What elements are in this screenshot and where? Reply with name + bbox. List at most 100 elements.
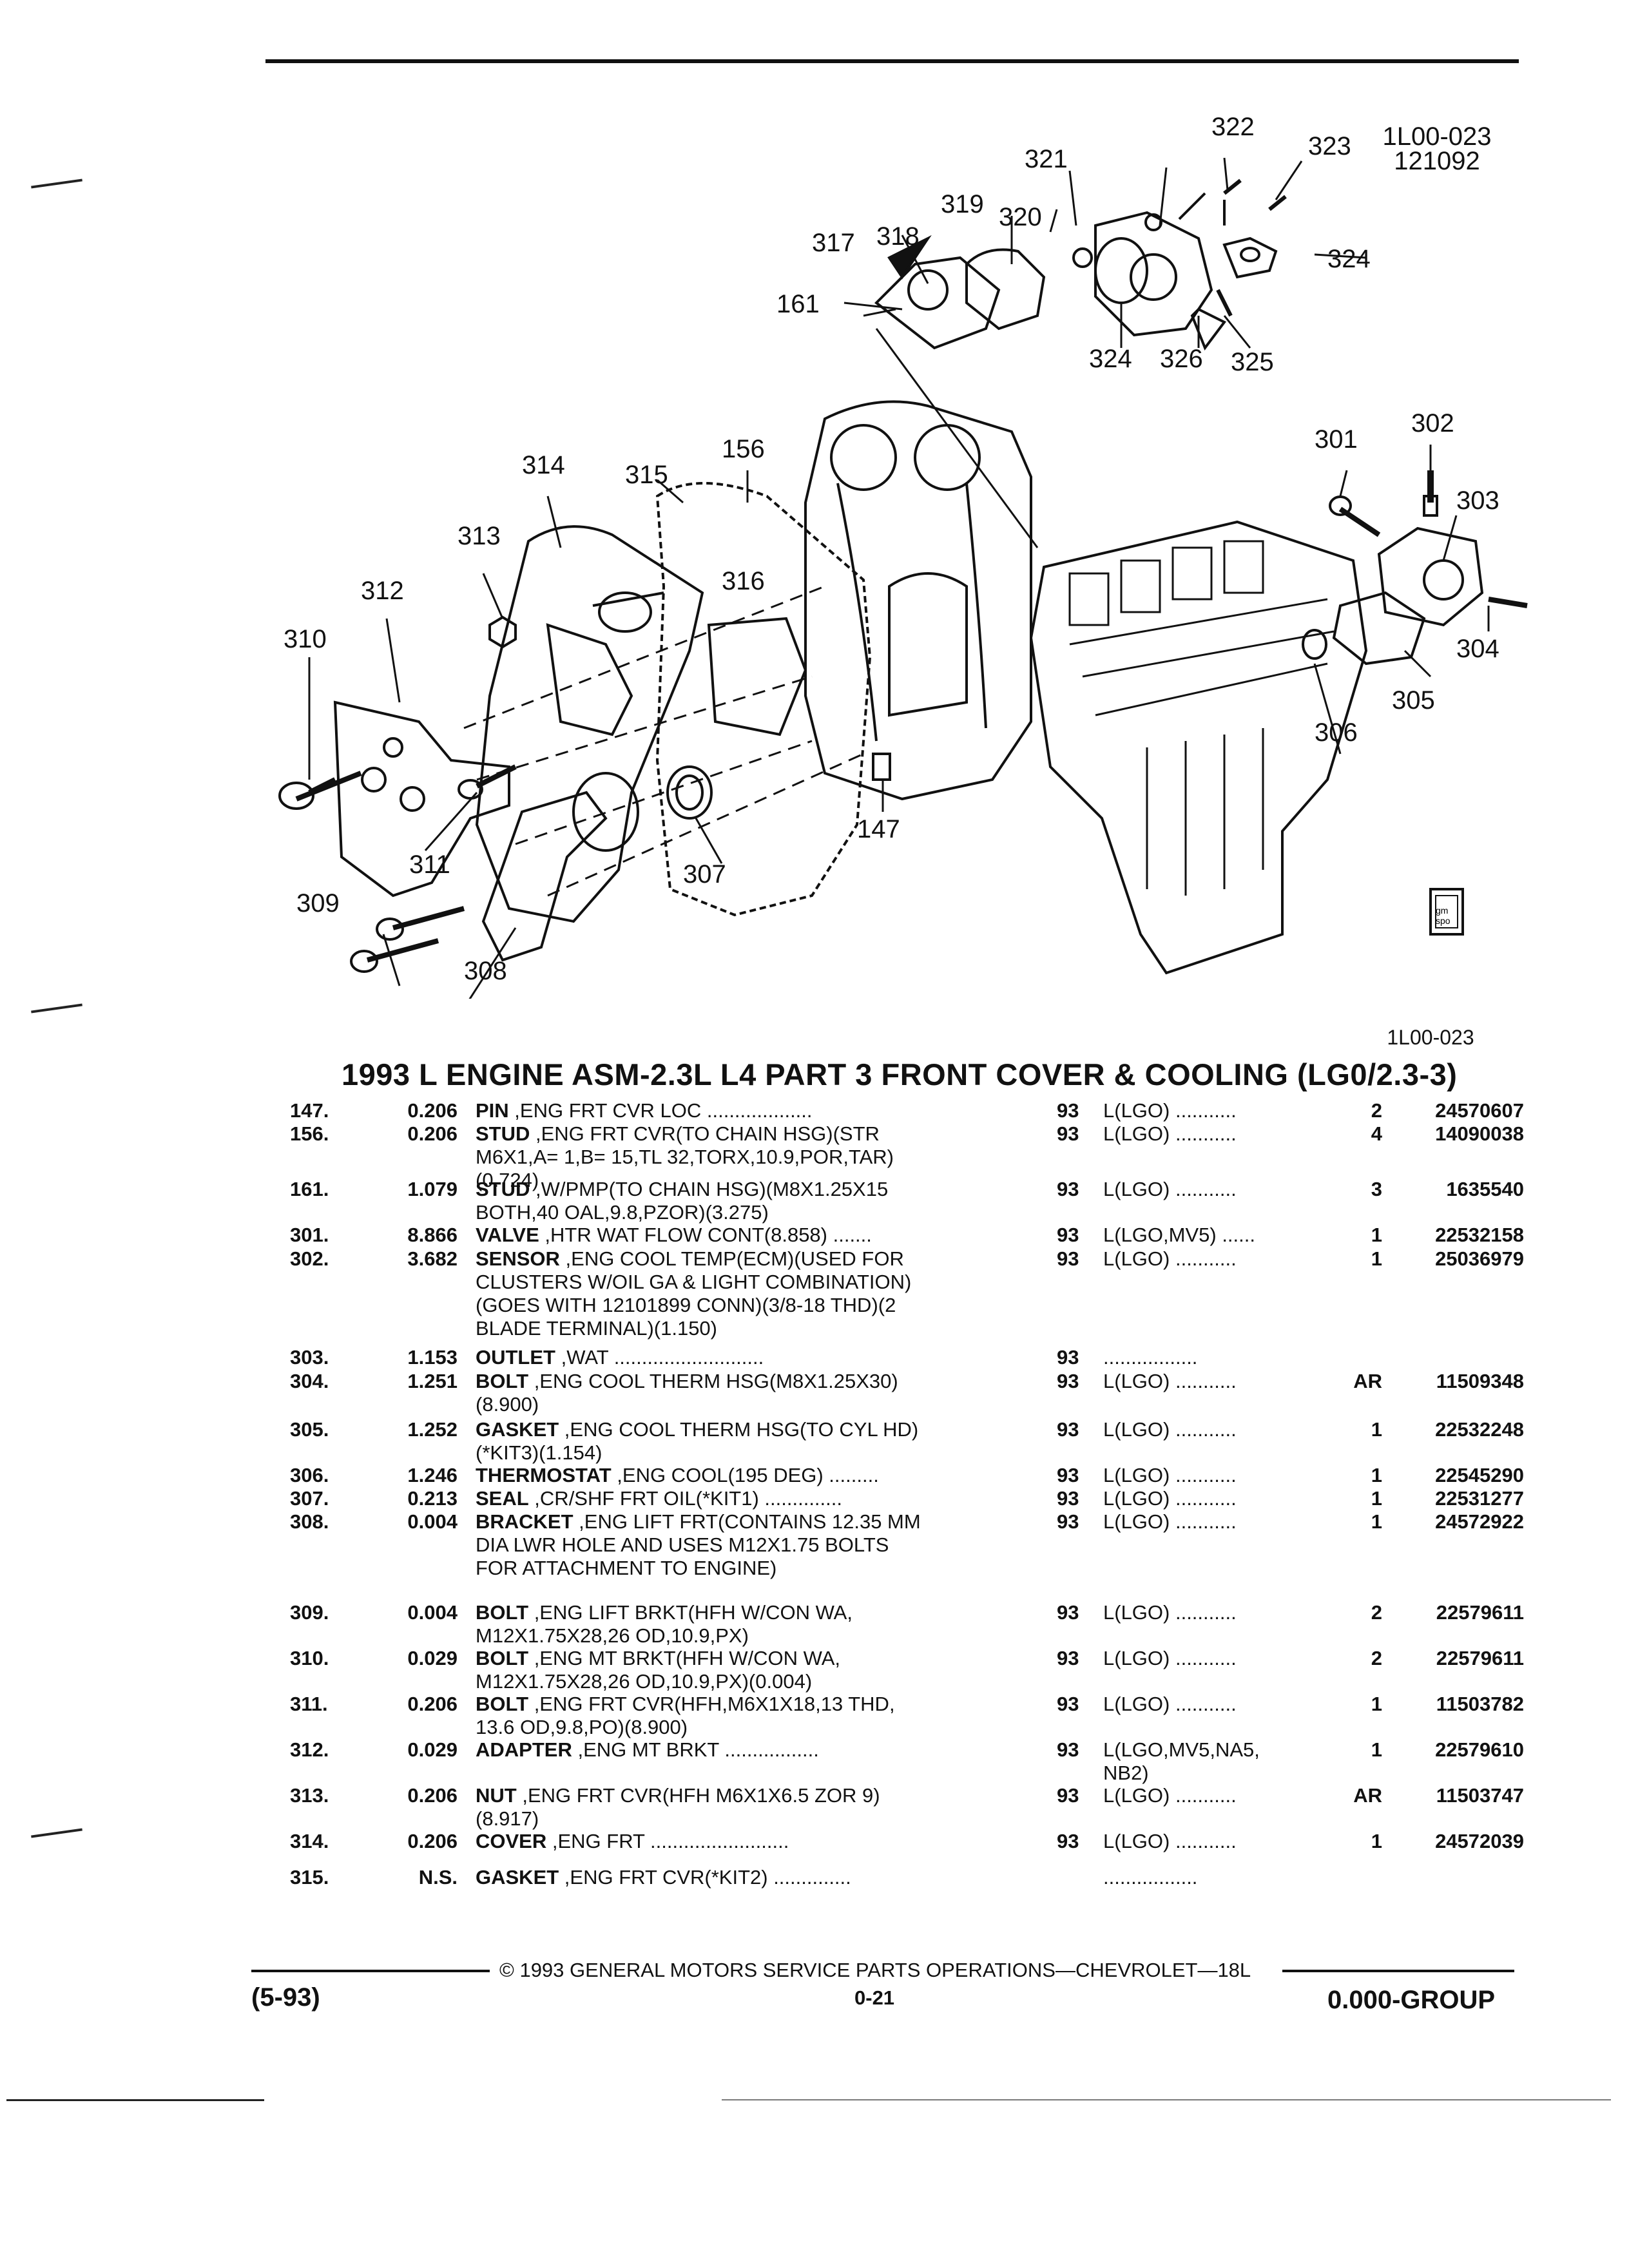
part-detail: ,HTR WAT FLOW CONT(8.858) ....... bbox=[539, 1224, 872, 1246]
part-name: SENSOR bbox=[476, 1247, 560, 1270]
callout-161: 161 bbox=[776, 290, 820, 318]
part-description: COVER ,ENG FRT ......................... bbox=[476, 1830, 1043, 1853]
part-number: 22532248 bbox=[1435, 1418, 1524, 1441]
part-quantity: 4 bbox=[1371, 1122, 1382, 1145]
part-item-number: 309. bbox=[290, 1601, 329, 1624]
part-year: 93 bbox=[1057, 1510, 1079, 1533]
scan-line bbox=[722, 2099, 1611, 2100]
part-description: SEAL ,CR/SHF FRT OIL(*KIT1) ............… bbox=[476, 1487, 1043, 1510]
part-quantity: 1 bbox=[1371, 1510, 1382, 1533]
part-item-number: 147. bbox=[290, 1099, 329, 1122]
part-figure-number: 1.153 bbox=[407, 1346, 458, 1369]
part-detail: ,W/PMP(TO CHAIN HSG)(M8X1.25X15 BOTH,40 … bbox=[476, 1178, 889, 1224]
part-name: BOLT bbox=[476, 1693, 529, 1715]
part-name: STUD bbox=[476, 1122, 530, 1145]
callout-321: 321 bbox=[1025, 145, 1068, 173]
catalog-title: 1993 L ENGINE ASM-2.3L L4 PART 3 FRONT C… bbox=[342, 1057, 1458, 1091]
callout-318: 318 bbox=[876, 222, 920, 251]
part-description: SENSOR ,ENG COOL TEMP(ECM)(USED FOR CLUS… bbox=[476, 1247, 1043, 1340]
part-year: 93 bbox=[1057, 1370, 1079, 1392]
part-detail: ,ENG FRT CVR(HFH,M6X1X18,13 THD, 13.6 OD… bbox=[476, 1693, 895, 1738]
part-description: BRACKET ,ENG LIFT FRT(CONTAINS 12.35 MM … bbox=[476, 1510, 1043, 1580]
part-description: PIN ,ENG FRT CVR LOC ................... bbox=[476, 1099, 1043, 1122]
part-year: 93 bbox=[1057, 1224, 1079, 1246]
part-name: VALVE bbox=[476, 1224, 539, 1246]
callout-313: 313 bbox=[458, 522, 501, 550]
part-detail: ,ENG FRT CVR(TO CHAIN HSG)(STR M6X1,A= 1… bbox=[476, 1122, 894, 1191]
diagram-ref-code: 1L00-023 bbox=[1382, 122, 1492, 151]
part-detail: ,ENG MT BRKT(HFH W/CON WA, M12X1.75X28,2… bbox=[476, 1647, 840, 1693]
footer-date-code: (5-93) bbox=[251, 1983, 320, 2012]
part-detail: ,ENG FRT CVR(*KIT2) .............. bbox=[559, 1866, 851, 1888]
part-name: GASKET bbox=[476, 1418, 559, 1441]
part-usage: L(LGO) ........... bbox=[1103, 1784, 1237, 1807]
part-number: 22545290 bbox=[1435, 1464, 1524, 1486]
part-description: BOLT ,ENG MT BRKT(HFH W/CON WA, M12X1.75… bbox=[476, 1647, 1043, 1693]
part-usage: L(LGO) ........... bbox=[1103, 1487, 1237, 1510]
part-figure-number: 0.206 bbox=[407, 1122, 458, 1145]
part-item-number: 304. bbox=[290, 1370, 329, 1392]
part-item-number: 312. bbox=[290, 1738, 329, 1761]
gm-spo-badge-text: gm bbox=[1436, 905, 1448, 916]
part-figure-number: 3.682 bbox=[407, 1247, 458, 1270]
callout-312: 312 bbox=[361, 577, 404, 605]
footer-right-rule bbox=[1282, 1970, 1514, 1972]
part-figure-number: 0.004 bbox=[407, 1601, 458, 1624]
part-quantity: 1 bbox=[1371, 1247, 1382, 1270]
callout-147: 147 bbox=[857, 815, 900, 843]
callout-310: 310 bbox=[284, 625, 327, 653]
part-item-number: 156. bbox=[290, 1122, 329, 1145]
part-quantity: 1 bbox=[1371, 1830, 1382, 1852]
part-item-number: 302. bbox=[290, 1247, 329, 1270]
part-usage: ................. bbox=[1103, 1866, 1198, 1888]
part-year: 93 bbox=[1057, 1647, 1079, 1669]
callout-324a: 324 bbox=[1327, 245, 1371, 273]
scan-line bbox=[6, 2099, 264, 2101]
part-quantity: 1 bbox=[1371, 1738, 1382, 1761]
part-detail: ,ENG FRT ......................... bbox=[546, 1830, 789, 1852]
part-name: BRACKET bbox=[476, 1510, 574, 1533]
callout-306: 306 bbox=[1315, 718, 1358, 747]
part-quantity: 1 bbox=[1371, 1224, 1382, 1246]
part-year: 93 bbox=[1057, 1099, 1079, 1122]
callout-316: 316 bbox=[722, 567, 765, 595]
part-detail: ,ENG COOL TEMP(ECM)(USED FOR CLUSTERS W/… bbox=[476, 1247, 912, 1340]
part-figure-number: 0.206 bbox=[407, 1830, 458, 1852]
part-figure-number: 1.252 bbox=[407, 1418, 458, 1441]
callout-303: 303 bbox=[1456, 486, 1499, 515]
part-description: THERMOSTAT ,ENG COOL(195 DEG) ......... bbox=[476, 1464, 1043, 1487]
part-usage: L(LGO,MV5,NA5, NB2) bbox=[1103, 1738, 1260, 1784]
part-quantity: 2 bbox=[1371, 1601, 1382, 1624]
diagram-ref-code-bottom: 1L00-023 bbox=[1387, 1026, 1474, 1049]
part-number: 11503782 bbox=[1436, 1693, 1524, 1715]
part-number: 22579611 bbox=[1436, 1601, 1524, 1624]
scan-mark bbox=[31, 178, 82, 189]
callout-311: 311 bbox=[409, 850, 450, 879]
part-number: 22532158 bbox=[1435, 1224, 1524, 1246]
part-description: NUT ,ENG FRT CVR(HFH M6X1X6.5 ZOR 9) (8.… bbox=[476, 1784, 1043, 1831]
part-name: SEAL bbox=[476, 1487, 529, 1510]
part-number: 1635540 bbox=[1446, 1178, 1524, 1200]
part-detail: ,ENG FRT CVR LOC ................... bbox=[508, 1099, 813, 1122]
part-year: 93 bbox=[1057, 1464, 1079, 1486]
part-description: GASKET ,ENG FRT CVR(*KIT2) .............… bbox=[476, 1866, 1043, 1889]
part-name: BOLT bbox=[476, 1647, 529, 1669]
part-figure-number: 0.206 bbox=[407, 1099, 458, 1122]
part-number: 24572039 bbox=[1435, 1830, 1524, 1852]
part-usage: L(LGO) ........... bbox=[1103, 1601, 1237, 1624]
part-name: STUD bbox=[476, 1178, 530, 1200]
part-number: 11503747 bbox=[1436, 1784, 1524, 1807]
part-usage: L(LGO) ........... bbox=[1103, 1510, 1237, 1533]
part-usage: L(LGO) ........... bbox=[1103, 1122, 1237, 1145]
part-description: OUTLET ,WAT ........................... bbox=[476, 1346, 1043, 1369]
part-name: GASKET bbox=[476, 1866, 559, 1888]
callout-317: 317 bbox=[812, 229, 855, 257]
part-usage: L(LGO) ........... bbox=[1103, 1647, 1237, 1669]
part-name: NUT bbox=[476, 1784, 517, 1807]
part-quantity: 1 bbox=[1371, 1693, 1382, 1715]
footer-group: 0.000-GROUP bbox=[1327, 1986, 1496, 2014]
part-detail: ,ENG COOL(195 DEG) ......... bbox=[611, 1464, 879, 1486]
part-detail: ,ENG LIFT FRT(CONTAINS 12.35 MM DIA LWR … bbox=[476, 1510, 921, 1579]
part-quantity: 3 bbox=[1371, 1178, 1382, 1200]
part-figure-number: N.S. bbox=[418, 1866, 458, 1888]
